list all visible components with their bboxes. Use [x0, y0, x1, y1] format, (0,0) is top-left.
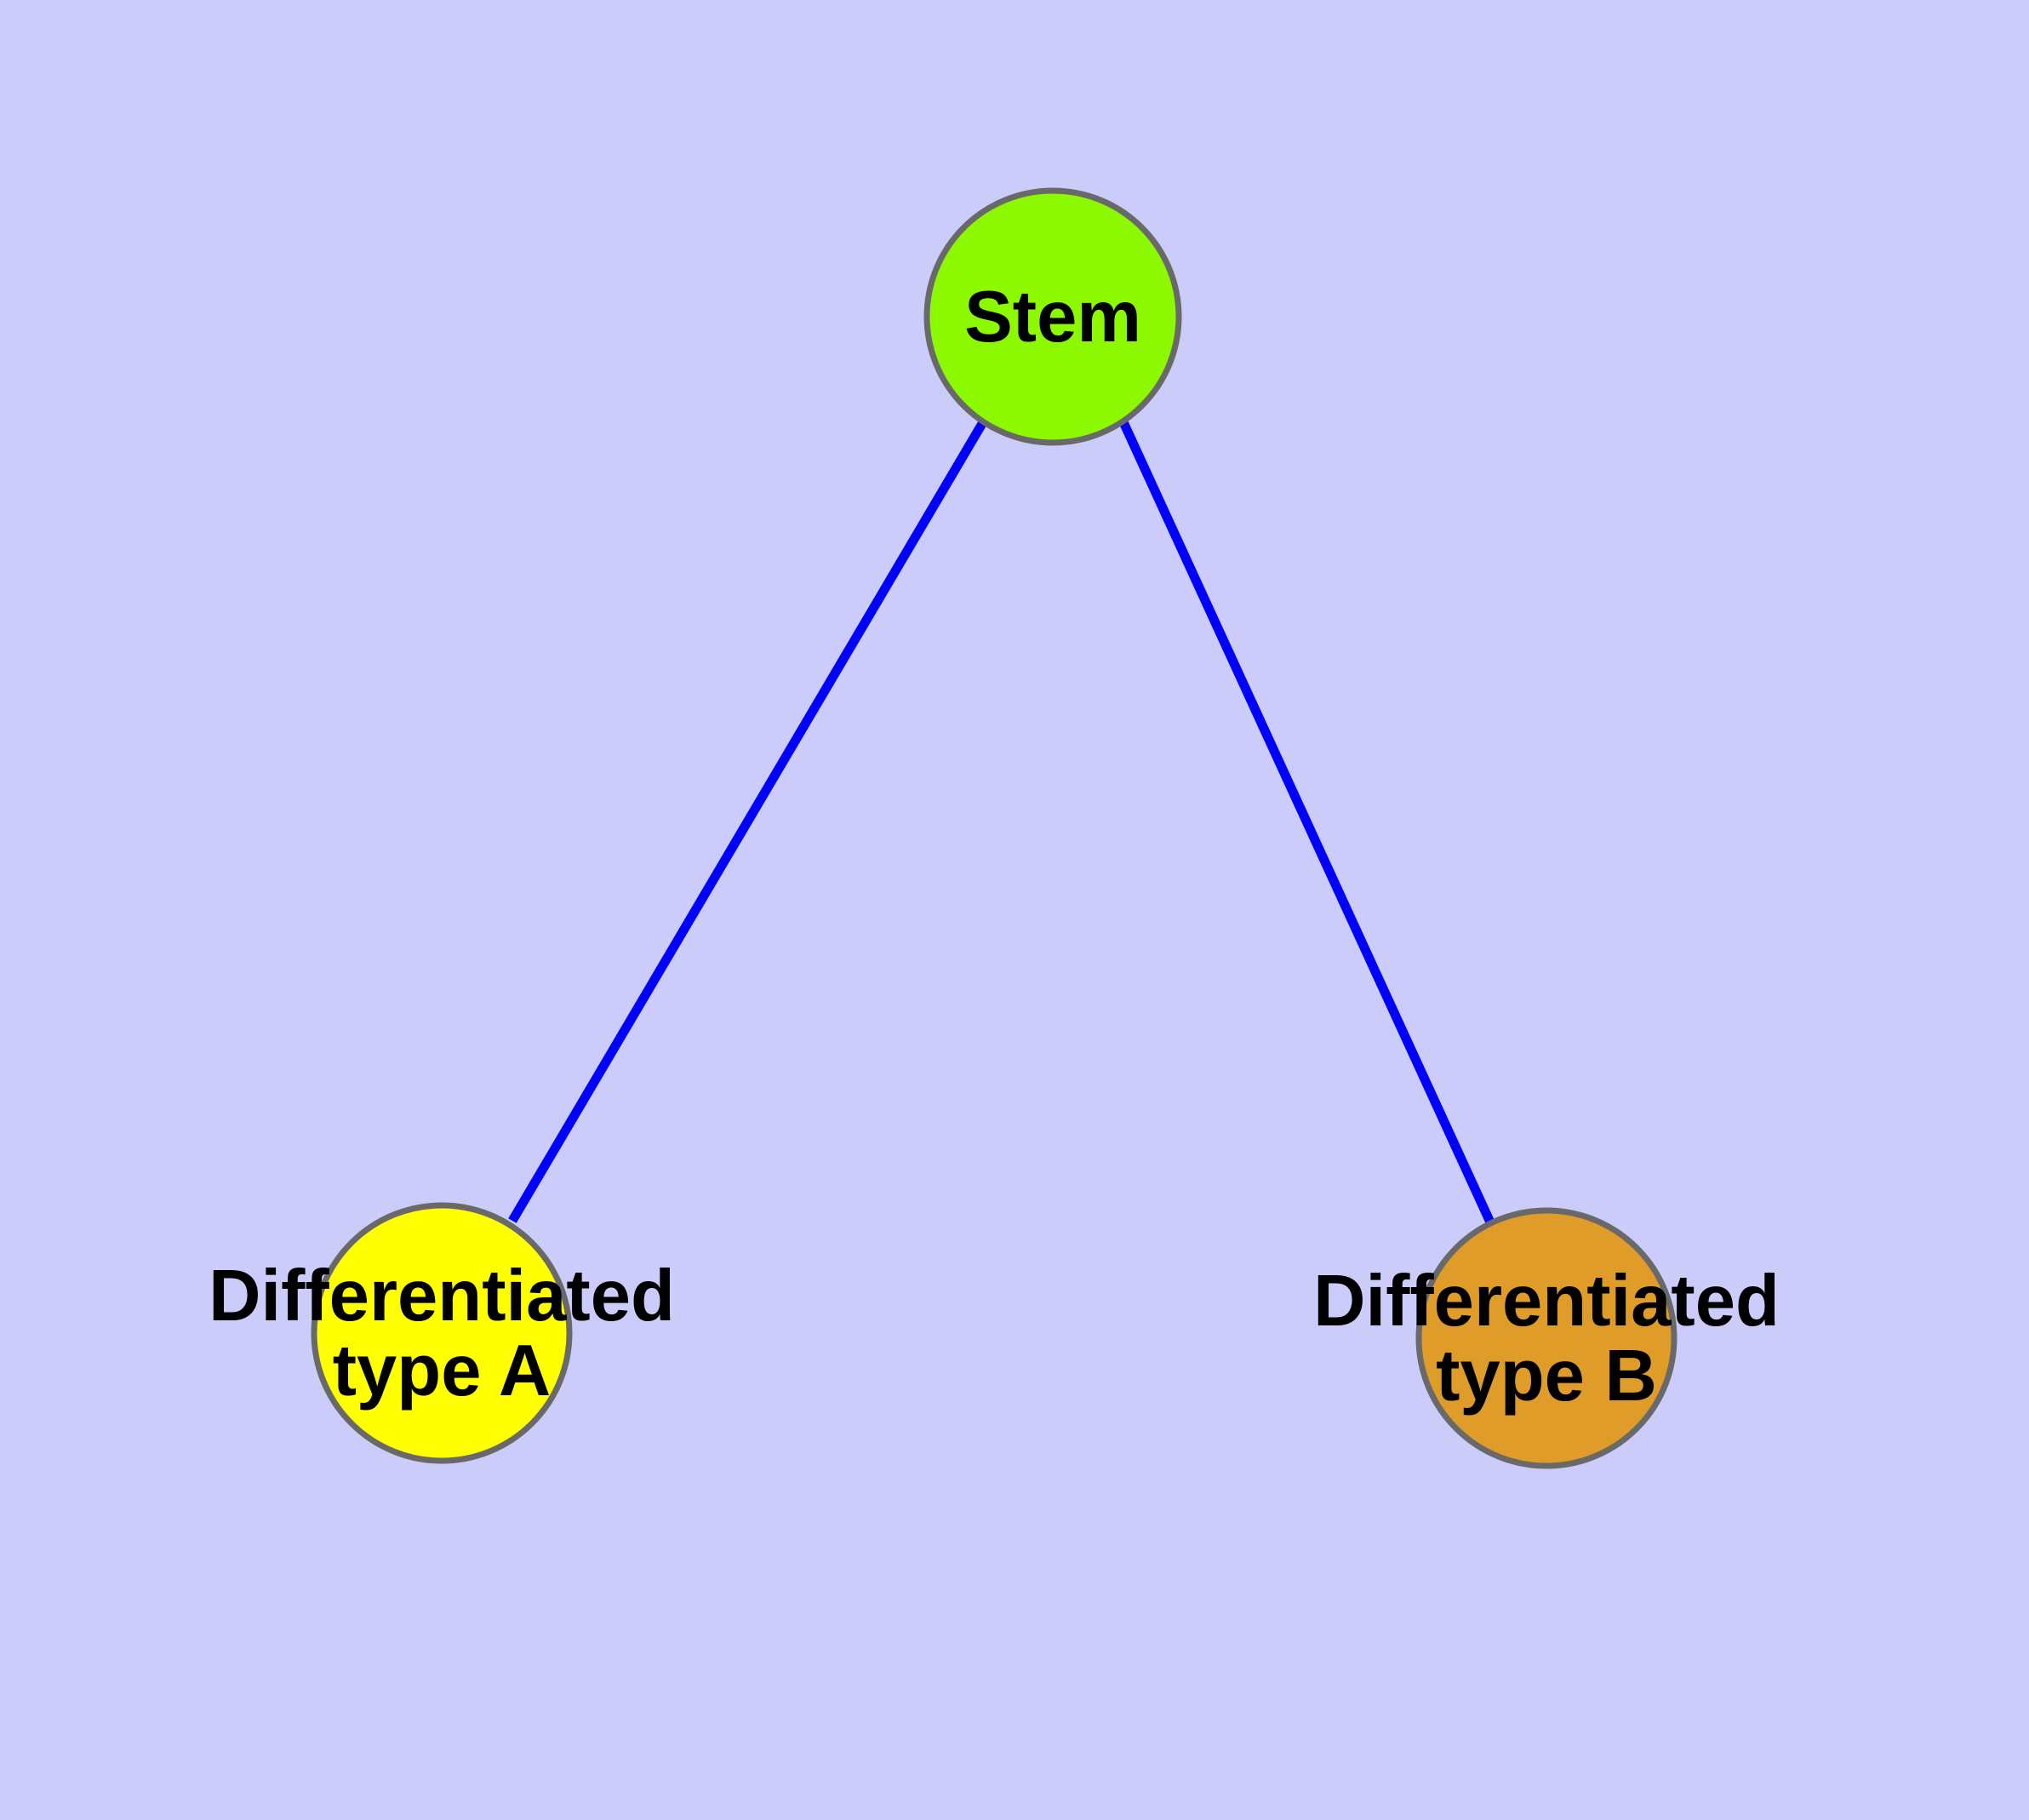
node-label-line: Differentiated	[1313, 1261, 1780, 1342]
edge-stem-to-diff-a[interactable]	[508, 420, 987, 1223]
node-diff_a[interactable]	[311, 1202, 573, 1464]
node-label-line: type B	[1436, 1336, 1657, 1417]
edges-group	[508, 420, 1495, 1227]
nodes-group	[311, 187, 1677, 1469]
node-label-line: Stem	[964, 277, 1141, 358]
node-stem[interactable]	[923, 187, 1182, 446]
node-label-stem: Stem	[964, 277, 1141, 358]
node-diff_b[interactable]	[1415, 1207, 1677, 1469]
node-label-line: type A	[333, 1331, 552, 1411]
edge-stem-to-diff-b[interactable]	[1119, 420, 1495, 1227]
node-label-line: Differentiated	[209, 1256, 675, 1336]
